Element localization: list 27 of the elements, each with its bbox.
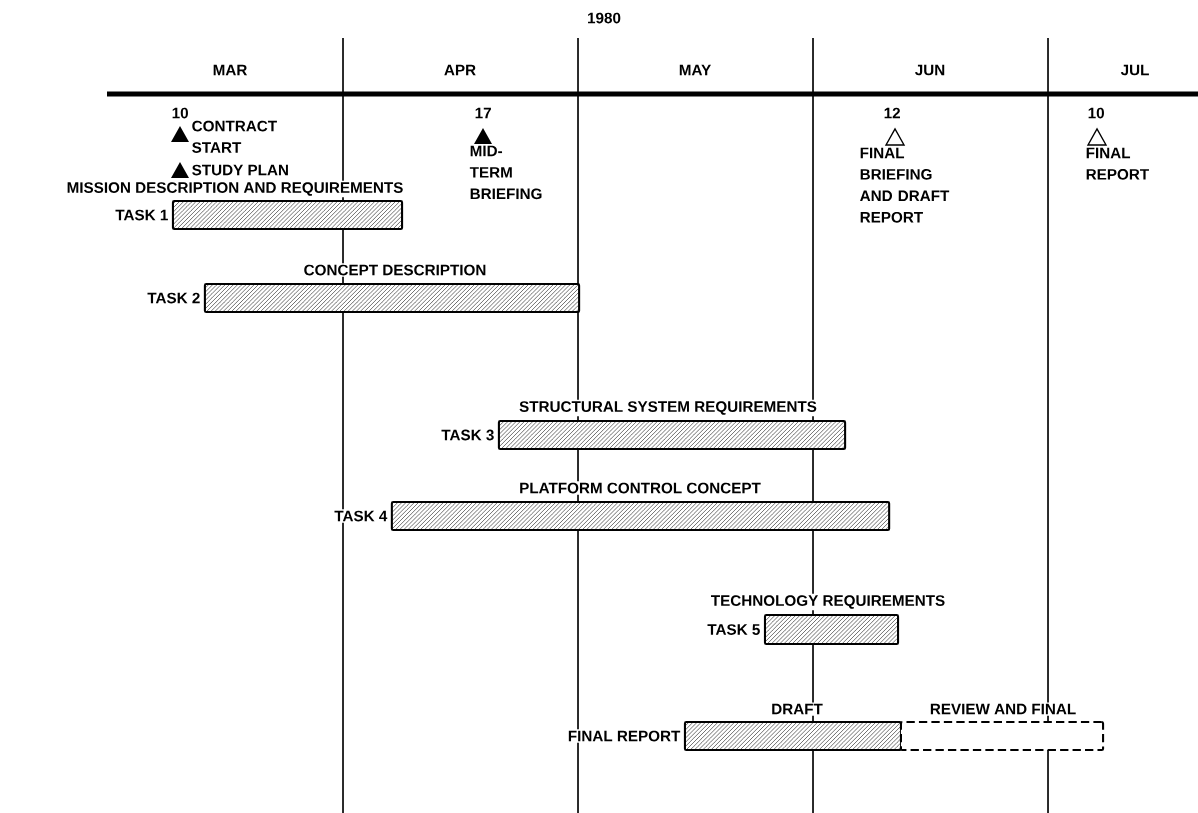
bar-heading: MISSION DESCRIPTION AND REQUIREMENTS: [65, 180, 405, 198]
month-label: JUN: [913, 63, 947, 77]
task-label: TASK 1: [113, 208, 170, 222]
month-label: JUL: [1119, 63, 1151, 77]
date-label: 17: [475, 107, 491, 119]
task-label: TASK 2: [145, 291, 202, 305]
month-label: MAY: [677, 63, 713, 77]
date-label: 10: [1088, 107, 1104, 119]
milestone-label: FINAL REPORT: [1086, 147, 1149, 180]
task-label: TASK 3: [439, 428, 496, 442]
milestone-label: CONTRACT START: [192, 120, 277, 153]
task-label: TASK 4: [332, 509, 389, 523]
task-label: TASK 5: [705, 622, 762, 637]
month-label: APR: [442, 63, 478, 77]
task-label: FINAL REPORT: [566, 729, 682, 743]
year-label: 1980: [585, 11, 623, 25]
date-label: 12: [884, 107, 900, 119]
bar-heading: PLATFORM CONTROL CONCEPT: [517, 481, 763, 495]
bar-heading: REVIEW AND FINAL: [928, 702, 1078, 716]
date-label: 10: [172, 107, 188, 119]
bar-heading: STRUCTURAL SYSTEM REQUIREMENTS: [517, 399, 819, 417]
bar-heading: TECHNOLOGY REQUIREMENTS: [709, 593, 947, 611]
bar-heading: CONCEPT DESCRIPTION: [302, 263, 488, 277]
month-label: MAR: [211, 63, 249, 77]
milestone-label: MID-TERM BRIEFING: [469, 145, 542, 200]
bar-heading: DRAFT: [769, 702, 825, 716]
milestone-label: FINAL BRIEFING AND DRAFT REPORT: [860, 147, 950, 223]
